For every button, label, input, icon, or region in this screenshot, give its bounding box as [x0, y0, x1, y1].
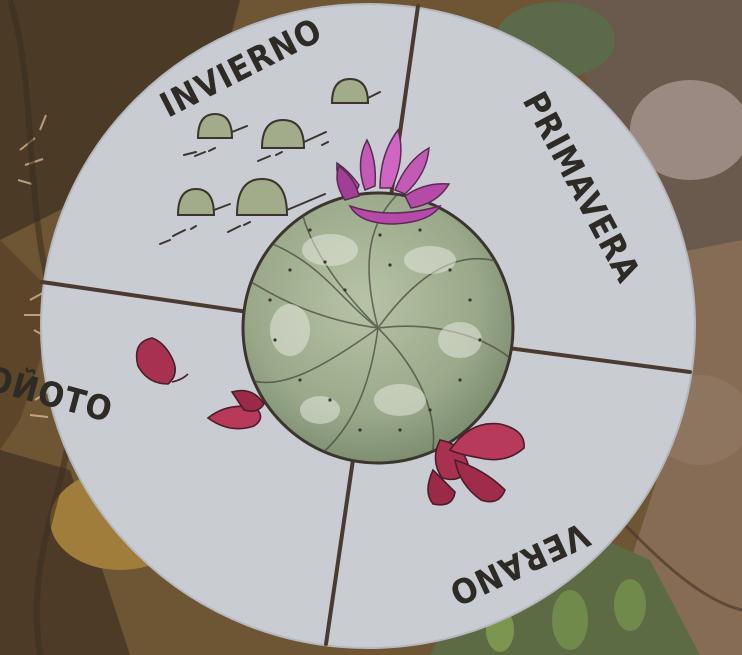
cactus-icon	[243, 192, 513, 463]
